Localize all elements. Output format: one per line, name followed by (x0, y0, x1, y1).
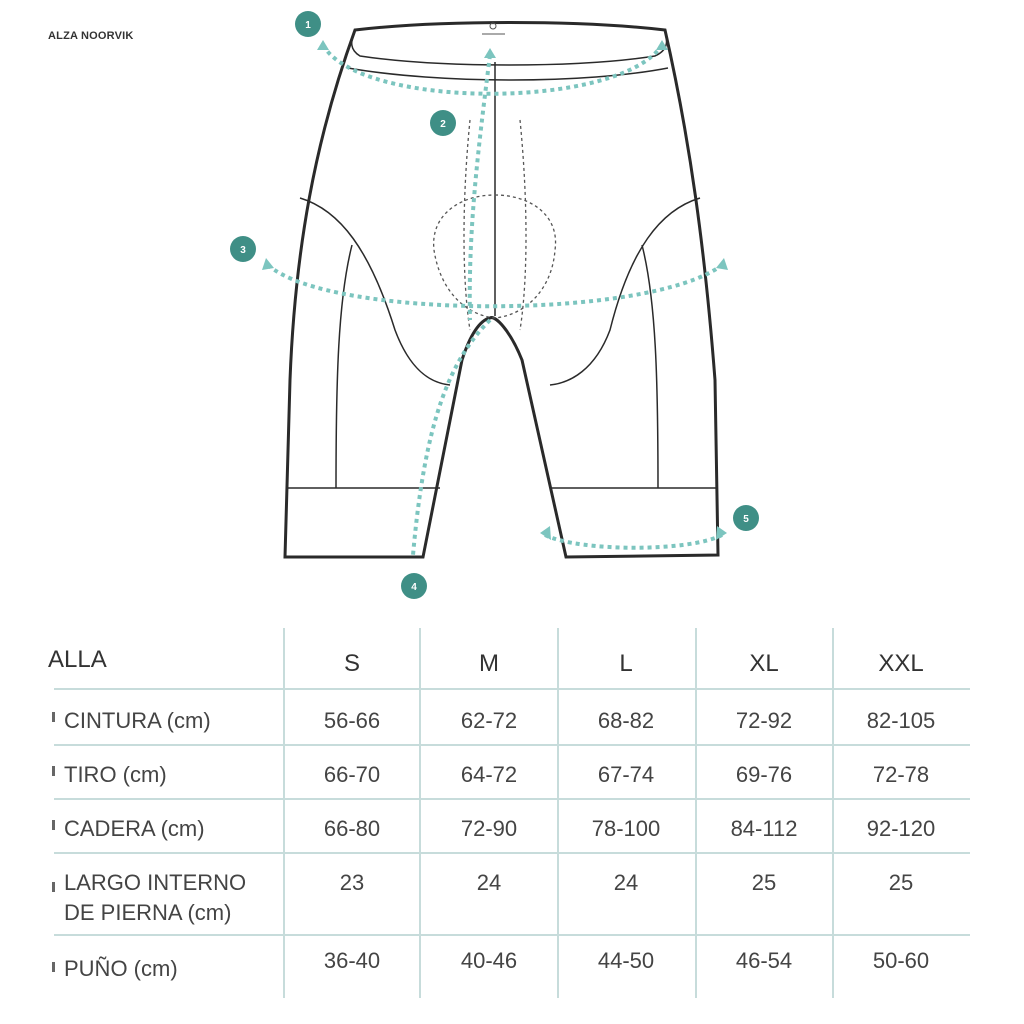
size-table: ALLA S M L XL XXL CINTURA (cm) 56-66 62-… (0, 628, 1024, 1000)
size-header-m: M (479, 650, 499, 677)
measure-badge-number: 5 (743, 514, 749, 525)
shorts-outline (283, 21, 720, 559)
table-cell: 72-92 (735, 708, 793, 733)
measure-badge-2: 2 (430, 110, 456, 136)
arrow-icon (656, 40, 668, 50)
size-header-xxl: XXL (878, 650, 924, 677)
shorts-measurement-diagram: 1 2 3 4 5 (230, 11, 759, 599)
arrow-icon (317, 40, 329, 50)
table-divider (557, 628, 559, 998)
shorts-details (286, 29, 716, 489)
measure-badge-number: 2 (440, 119, 446, 130)
table-cell: 50-60 (872, 948, 930, 973)
table-header-label: ALLA (48, 646, 107, 673)
arrow-icon (484, 48, 496, 58)
table-divider (54, 744, 970, 746)
inseam-measure-line (411, 318, 492, 556)
row-label-largo-interno: LARGO INTERNO DE PIERNA (cm) (64, 870, 247, 925)
arrow-icon (262, 258, 274, 270)
row-marker (52, 712, 55, 722)
measure-lines (266, 43, 724, 556)
table-cell: 66-70 (323, 762, 381, 787)
table-cell: 40-46 (460, 948, 518, 973)
row-marker (52, 766, 55, 776)
row-label-tiro: TIRO (cm) (64, 762, 167, 787)
size-header-s: S (343, 650, 360, 677)
measure-arrowheads (262, 40, 728, 540)
table-cell: 44-50 (597, 948, 655, 973)
table-cell: 46-54 (735, 948, 793, 973)
table-divider (54, 798, 970, 800)
measure-badge-4: 4 (401, 573, 427, 599)
table-cell: 24 (613, 870, 639, 895)
measure-badge-1: 1 (295, 11, 321, 37)
table-cell: 25 (751, 870, 777, 895)
product-name: ALZA NOORVIK (48, 30, 134, 42)
measure-badge-number: 3 (240, 245, 246, 256)
table-cell: 23 (339, 870, 365, 895)
waist-measure-line (321, 43, 664, 96)
table-cell: 66-80 (323, 816, 381, 841)
table-cell: 36-40 (323, 948, 381, 973)
arrow-icon (716, 258, 728, 270)
table-cell: 92-120 (866, 816, 936, 841)
table-cell: 82-105 (866, 708, 936, 733)
table-divider (419, 628, 421, 998)
table-divider (283, 628, 285, 998)
row-marker (52, 882, 55, 892)
table-cell: 72-78 (872, 762, 930, 787)
table-cell: 78-100 (591, 816, 661, 841)
row-label-cadera: CADERA (cm) (64, 816, 205, 841)
table-cell: 67-74 (597, 762, 655, 787)
table-cell: 68-82 (597, 708, 655, 733)
measure-badge-5: 5 (733, 505, 759, 531)
table-cell: 69-76 (735, 762, 793, 787)
cuff-measure-line (544, 533, 723, 550)
row-label-puno: PUÑO (cm) (64, 956, 178, 981)
table-divider (695, 628, 697, 998)
table-divider (54, 852, 970, 854)
arrow-icon (540, 526, 551, 540)
chamois-outline (433, 119, 557, 331)
rise-measure-line (467, 54, 492, 321)
table-cell: 62-72 (460, 708, 518, 733)
row-marker (52, 820, 55, 830)
table-cell: 72-90 (460, 816, 518, 841)
row-marker (52, 962, 55, 972)
table-divider (54, 934, 970, 936)
measure-badge-number: 4 (411, 582, 417, 593)
size-header-xl: XL (749, 650, 779, 677)
table-cell: 84-112 (730, 816, 798, 841)
hip-measure-line (266, 263, 724, 309)
arrow-icon (716, 526, 727, 540)
measure-badge-3: 3 (230, 236, 256, 262)
table-cell: 25 (888, 870, 914, 895)
table-divider (54, 688, 970, 690)
table-cell: 64-72 (460, 762, 518, 787)
table-cell: 24 (476, 870, 502, 895)
measure-badge-number: 1 (305, 20, 311, 31)
logo-mark (482, 22, 505, 35)
table-divider (832, 628, 834, 998)
size-header-l: L (619, 650, 633, 677)
row-label-cintura: CINTURA (cm) (64, 708, 211, 733)
table-cell: 56-66 (323, 708, 381, 733)
